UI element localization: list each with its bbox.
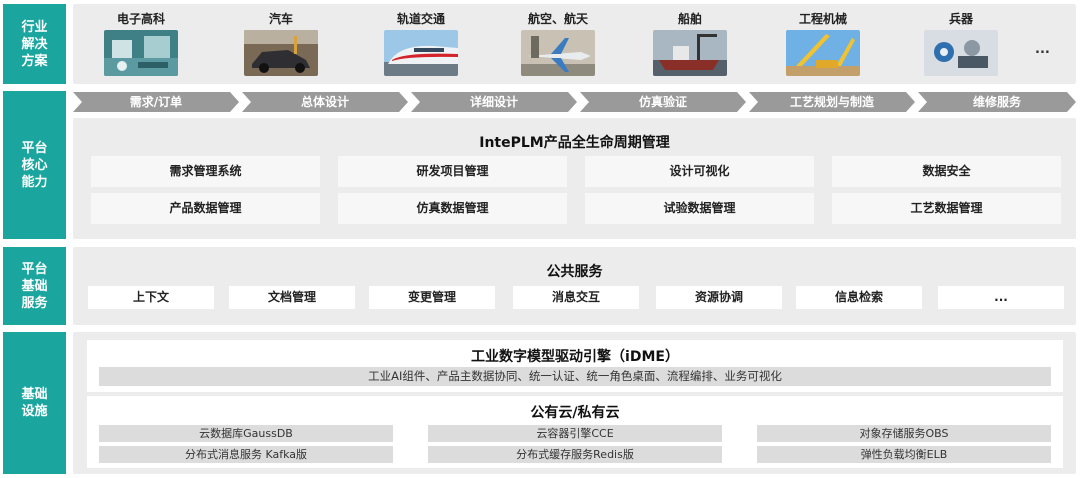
high-speed-train-photo bbox=[384, 30, 458, 76]
public-box-messaging: 消息交互 bbox=[513, 286, 639, 309]
industry-label: 轨道交通 bbox=[396, 12, 445, 26]
idme-subtitle: 工业AI组件、产品主数据协同、统一认证、统一角色桌面、流程编排、业务可视化 bbox=[99, 367, 1051, 386]
industry-construction-machinery: 工程机械 bbox=[773, 11, 873, 76]
side-label-industry-solutions: 行业解决方案 bbox=[3, 4, 66, 84]
cloud-box-gaussdb: 云数据库GaussDB bbox=[99, 425, 393, 442]
cloud-box-elb: 弹性负载均衡ELB bbox=[757, 446, 1051, 463]
industry-automotive: 汽车 bbox=[231, 11, 331, 76]
cloud-box-cce: 云容器引擎CCE bbox=[428, 425, 722, 442]
side-label-platform-basic: 平台基础服务 bbox=[3, 247, 66, 325]
core-box-design-visualization: 设计可视化 bbox=[585, 156, 814, 187]
public-box-change: 变更管理 bbox=[369, 286, 495, 309]
shipyard-photo bbox=[653, 30, 727, 76]
public-box-context: 上下文 bbox=[88, 286, 214, 309]
core-box-test-data: 试验数据管理 bbox=[585, 193, 814, 224]
core-title: IntePLM产品全生命周期管理 bbox=[479, 135, 670, 151]
industry-label: 船舶 bbox=[677, 12, 702, 26]
stage-requirements-order: 需求/订单 bbox=[73, 92, 239, 112]
industry-electronics: 电子高科 bbox=[91, 11, 191, 76]
core-box-product-data: 产品数据管理 bbox=[91, 193, 320, 224]
industry-label: 航空、航天 bbox=[527, 12, 588, 26]
industry-label: 兵器 bbox=[948, 12, 973, 26]
core-box-rd-project: 研发项目管理 bbox=[338, 156, 567, 187]
industries-more-ellipsis: ... bbox=[1035, 42, 1050, 57]
cloud-title: 公有云/私有云 bbox=[530, 405, 620, 421]
industry-rail-transit: 轨道交通 bbox=[371, 11, 471, 76]
core-box-data-security: 数据安全 bbox=[832, 156, 1061, 187]
idme-title: 工业数字模型驱动引擎（iDME） bbox=[471, 349, 679, 365]
industry-aerospace: 航空、航天 bbox=[508, 11, 608, 76]
core-box-process-data: 工艺数据管理 bbox=[832, 193, 1061, 224]
cloud-box-obs: 对象存储服务OBS bbox=[757, 425, 1051, 442]
side-label-platform-core: 平台核心能力 bbox=[3, 91, 66, 239]
platform-basic-panel: 公共服务 上下文 文档管理 变更管理 消息交互 资源协调 信息检索 ... bbox=[73, 247, 1076, 325]
cloud-box-redis: 分布式缓存服务Redis版 bbox=[428, 446, 722, 463]
stage-simulation-validation: 仿真验证 bbox=[580, 92, 746, 112]
machinery-photo bbox=[924, 30, 998, 76]
public-box-resource: 资源协调 bbox=[656, 286, 782, 309]
stage-maintenance-service: 维修服务 bbox=[918, 92, 1076, 112]
industry-ordnance: 兵器 bbox=[911, 11, 1011, 76]
car-assembly-photo bbox=[244, 30, 318, 76]
industry-label: 工程机械 bbox=[798, 12, 847, 26]
industry-label: 电子高科 bbox=[116, 12, 165, 26]
industry-shipbuilding: 船舶 bbox=[640, 11, 740, 76]
stage-detailed-design: 详细设计 bbox=[411, 92, 577, 112]
platform-core-panel: IntePLM产品全生命周期管理 需求管理系统 研发项目管理 设计可视化 数据安… bbox=[73, 118, 1076, 239]
aircraft-photo bbox=[521, 30, 595, 76]
infrastructure-panel: 工业数字模型驱动引擎（iDME） 工业AI组件、产品主数据协同、统一认证、统一角… bbox=[73, 332, 1076, 474]
cloud-box-kafka: 分布式消息服务 Kafka版 bbox=[99, 446, 393, 463]
cloud-section: 公有云/私有云 云数据库GaussDB 云容器引擎CCE 对象存储服务OBS 分… bbox=[87, 396, 1063, 468]
core-box-simulation-data: 仿真数据管理 bbox=[338, 193, 567, 224]
public-title: 公共服务 bbox=[546, 264, 603, 280]
construction-crane-photo bbox=[786, 30, 860, 76]
side-label-infrastructure: 基础设施 bbox=[3, 332, 66, 474]
industry-solutions-panel: 电子高科 汽车 轨道交通 航空、航天 船舶 工程机械 兵器 bbox=[73, 4, 1076, 84]
stage-process-manufacturing: 工艺规划与制造 bbox=[749, 92, 915, 112]
electronics-factory-photo bbox=[104, 30, 178, 76]
idme-section: 工业数字模型驱动引擎（iDME） 工业AI组件、产品主数据协同、统一认证、统一角… bbox=[87, 340, 1063, 392]
industry-label: 汽车 bbox=[268, 12, 293, 26]
public-box-document: 文档管理 bbox=[229, 286, 355, 309]
public-box-search: 信息检索 bbox=[796, 286, 922, 309]
public-box-more: ... bbox=[938, 286, 1064, 309]
core-box-requirements: 需求管理系统 bbox=[91, 156, 320, 187]
stage-overall-design: 总体设计 bbox=[242, 92, 408, 112]
